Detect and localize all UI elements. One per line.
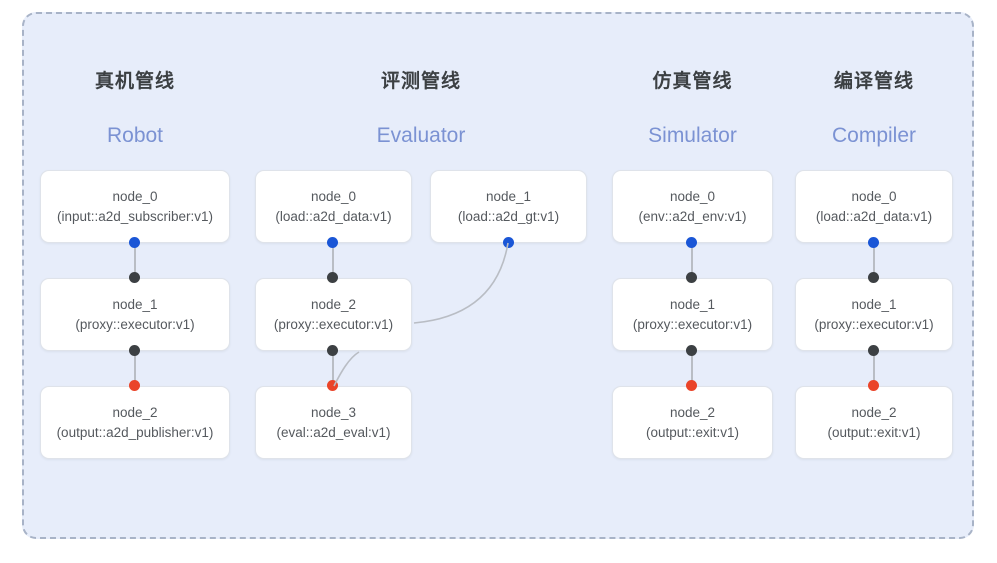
node-simulator-1[interactable]: node_1 (proxy::executor:v1): [612, 278, 773, 351]
port-output-dot[interactable]: [129, 345, 140, 356]
node-label-type: (load::a2d_data:v1): [815, 208, 933, 224]
edge-simulator-0-1: [691, 238, 693, 282]
edge-compiler-1-2: [873, 346, 875, 390]
node-label-type: (proxy::executor:v1): [632, 316, 753, 332]
port-output-dot[interactable]: [327, 237, 338, 248]
node-evaluator-3[interactable]: node_3 (eval::a2d_eval:v1): [255, 386, 412, 459]
node-label-name: node_0: [851, 188, 897, 204]
port-input-dot[interactable]: [686, 272, 697, 283]
node-evaluator-1[interactable]: node_1 (load::a2d_gt:v1): [430, 170, 587, 243]
node-label-name: node_1: [112, 296, 158, 312]
port-output-dot[interactable]: [686, 345, 697, 356]
column-title-compiler: 编译管线: [833, 71, 914, 92]
port-input-dot[interactable]: [129, 380, 140, 391]
node-robot-1[interactable]: node_1 (proxy::executor:v1): [40, 278, 230, 351]
node-compiler-1[interactable]: node_1 (proxy::executor:v1): [795, 278, 953, 351]
node-simulator-2[interactable]: node_2 (output::exit:v1): [612, 386, 773, 459]
node-simulator-0[interactable]: node_0 (env::a2d_env:v1): [612, 170, 773, 243]
node-label-name: node_2: [310, 296, 357, 312]
node-compiler-0[interactable]: node_0 (load::a2d_data:v1): [795, 170, 953, 243]
node-label-name: node_1: [669, 296, 716, 312]
port-input-dot[interactable]: [327, 272, 338, 283]
node-label-type: (load::a2d_data:v1): [275, 208, 392, 224]
port-output-dot[interactable]: [503, 237, 514, 248]
node-robot-2[interactable]: node_2 (output::a2d_publisher:v1): [40, 386, 230, 459]
node-label-name: node_2: [851, 404, 897, 420]
node-evaluator-0[interactable]: node_0 (load::a2d_data:v1): [255, 170, 412, 243]
port-input-dot[interactable]: [868, 380, 879, 391]
node-label-type: (load::a2d_gt:v1): [457, 208, 560, 224]
edge-robot-0-1: [134, 238, 136, 282]
node-label-type: (proxy::executor:v1): [75, 316, 195, 332]
column-title-evaluator: 评测管线: [380, 71, 461, 92]
node-label-type: (output::exit:v1): [827, 424, 921, 440]
edge-compiler-0-1: [873, 238, 875, 282]
port-output-dot[interactable]: [868, 345, 879, 356]
node-label-type: (proxy::executor:v1): [273, 316, 394, 332]
node-compiler-2[interactable]: node_2 (output::exit:v1): [795, 386, 953, 459]
node-label-name: node_0: [669, 188, 716, 204]
node-label-name: node_1: [485, 188, 532, 204]
column-subtitle-evaluator: Evaluator: [376, 124, 466, 147]
node-label-type: (env::a2d_env:v1): [638, 208, 747, 224]
node-label-type: (output::a2d_publisher:v1): [56, 424, 214, 440]
port-output-dot[interactable]: [129, 237, 140, 248]
node-label-name: node_0: [112, 188, 158, 204]
column-subtitle-simulator: Simulator: [648, 124, 737, 147]
port-output-dot[interactable]: [868, 237, 879, 248]
node-label-name: node_0: [310, 188, 357, 204]
port-output-dot[interactable]: [327, 345, 338, 356]
node-evaluator-2[interactable]: node_2 (proxy::executor:v1): [255, 278, 412, 351]
node-label-type: (proxy::executor:v1): [814, 316, 934, 332]
port-input-dot[interactable]: [868, 272, 879, 283]
column-title-simulator: 仿真管线: [652, 71, 733, 92]
node-label-name: node_1: [851, 296, 897, 312]
edge-simulator-1-2: [691, 346, 693, 390]
column-subtitle-robot: Robot: [106, 124, 164, 147]
port-input-dot[interactable]: [686, 380, 697, 391]
edge-evaluator-2-3: [332, 346, 334, 390]
node-label-type: (input::a2d_subscriber:v1): [56, 208, 214, 224]
node-robot-0[interactable]: node_0 (input::a2d_subscriber:v1): [40, 170, 230, 243]
edge-robot-1-2: [134, 346, 136, 390]
edge-evaluator-0-2: [332, 238, 334, 282]
port-input-dot[interactable]: [129, 272, 140, 283]
column-title-robot: 真机管线: [94, 71, 175, 92]
node-label-type: (output::exit:v1): [645, 424, 740, 440]
port-input-dot[interactable]: [327, 380, 338, 391]
node-label-name: node_3: [310, 404, 357, 420]
node-label-name: node_2: [112, 404, 158, 420]
column-subtitle-compiler: Compiler: [831, 124, 917, 147]
port-output-dot[interactable]: [686, 237, 697, 248]
node-label-type: (eval::a2d_eval:v1): [276, 424, 391, 440]
node-label-name: node_2: [669, 404, 716, 420]
